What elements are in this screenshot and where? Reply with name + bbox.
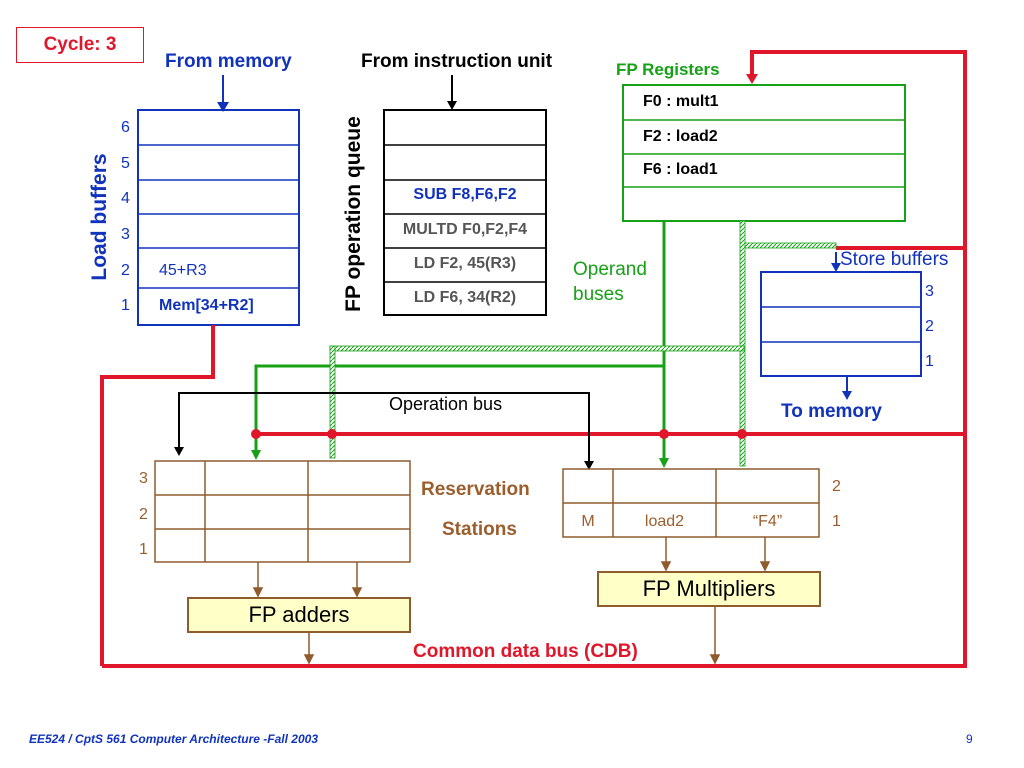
- load-buffer-number: 6: [121, 119, 130, 136]
- operand-bus-solid: [254, 221, 666, 462]
- fp-register-row: F0 : mult1: [643, 93, 719, 110]
- store-buffer-input-arrow: [831, 252, 841, 272]
- store-buffer-number: 1: [925, 353, 934, 370]
- mult-rs-op: M: [581, 513, 595, 530]
- adder-rs-number: 1: [139, 541, 148, 558]
- load-buffers-box: [137, 109, 300, 326]
- rs-to-unit-arrows: [252, 537, 771, 665]
- operand-bus-hatched: [329, 220, 837, 467]
- from-instruction-unit-label: From instruction unit: [361, 51, 553, 72]
- from-memory-arrow: [217, 75, 229, 112]
- mult-op-arrow: [584, 461, 594, 470]
- mult-operand-arrow: [659, 458, 669, 468]
- fp-register-row: F2 : load2: [643, 128, 718, 145]
- fp-queue-row: MULTD F0,F2,F4: [402, 221, 528, 238]
- reservation-stations-label-line2: Stations: [442, 519, 517, 540]
- mult-rs-number: 1: [832, 513, 841, 530]
- mult-rs-vk: “F4”: [752, 513, 783, 530]
- load-buffers-title: Load buffers: [88, 153, 111, 281]
- load-buffer-number: 1: [121, 297, 130, 314]
- fp-registers-box: [622, 84, 906, 222]
- bus-junction-dots: [251, 429, 747, 439]
- operation-bus-label: Operation bus: [389, 394, 503, 414]
- fp-queue-box: [383, 109, 547, 316]
- adder-rs-number: 2: [139, 506, 148, 523]
- cdb-label: Common data bus (CDB): [413, 641, 638, 662]
- footer-course: EE524 / CptS 561 Computer Architecture -…: [29, 732, 318, 746]
- load-buffer-number: 3: [121, 226, 130, 243]
- mult-rs-vj: load2: [644, 513, 685, 530]
- footer-page-number: 9: [966, 732, 973, 746]
- from-memory-label: From memory: [165, 51, 292, 72]
- adder-operand-arrow: [251, 450, 261, 460]
- adder-op-arrow: [174, 447, 184, 456]
- adder-reservation-stations: [154, 460, 411, 563]
- reservation-stations-label-line1: Reservation: [421, 479, 530, 500]
- fp-adders-unit: FP adders: [187, 597, 411, 633]
- fp-multipliers-unit: FP Multipliers: [597, 571, 821, 607]
- store-buffers-title: Store buffers: [840, 249, 949, 270]
- fp-queue-row: LD F6, 34(R2): [413, 289, 517, 306]
- cycle-label: Cycle: 3: [16, 27, 144, 63]
- load-buffer-entry: Mem[34+R2]: [159, 297, 254, 314]
- mult-rs-number: 2: [832, 478, 841, 495]
- operand-buses-label: Operand buses: [573, 259, 647, 305]
- store-buffer-number: 2: [925, 318, 934, 335]
- fp-registers-cdb-arrow: [746, 74, 758, 84]
- common-data-bus: [100, 50, 967, 668]
- operation-bus: [178, 392, 590, 462]
- from-instruction-unit-arrow: [447, 75, 457, 110]
- load-buffer-number: 4: [121, 190, 130, 207]
- fp-queue-row: SUB F8,F6,F2: [413, 186, 517, 203]
- store-buffers-box: [760, 271, 922, 377]
- fp-register-row: F6 : load1: [643, 161, 718, 178]
- load-buffer-entry: 45+R3: [159, 262, 207, 279]
- to-memory-label: To memory: [781, 401, 883, 422]
- to-memory-arrow: [842, 376, 852, 400]
- fp-queue-row: LD F2, 45(R3): [413, 255, 517, 272]
- fp-queue-title: FP operation queue: [342, 116, 365, 312]
- adder-rs-number: 3: [139, 470, 148, 487]
- load-buffer-number: 2: [121, 262, 130, 279]
- load-buffer-number: 5: [121, 155, 130, 172]
- mult-reservation-stations: [562, 468, 820, 538]
- store-buffer-number: 3: [925, 283, 934, 300]
- fp-registers-title: FP Registers: [616, 60, 720, 79]
